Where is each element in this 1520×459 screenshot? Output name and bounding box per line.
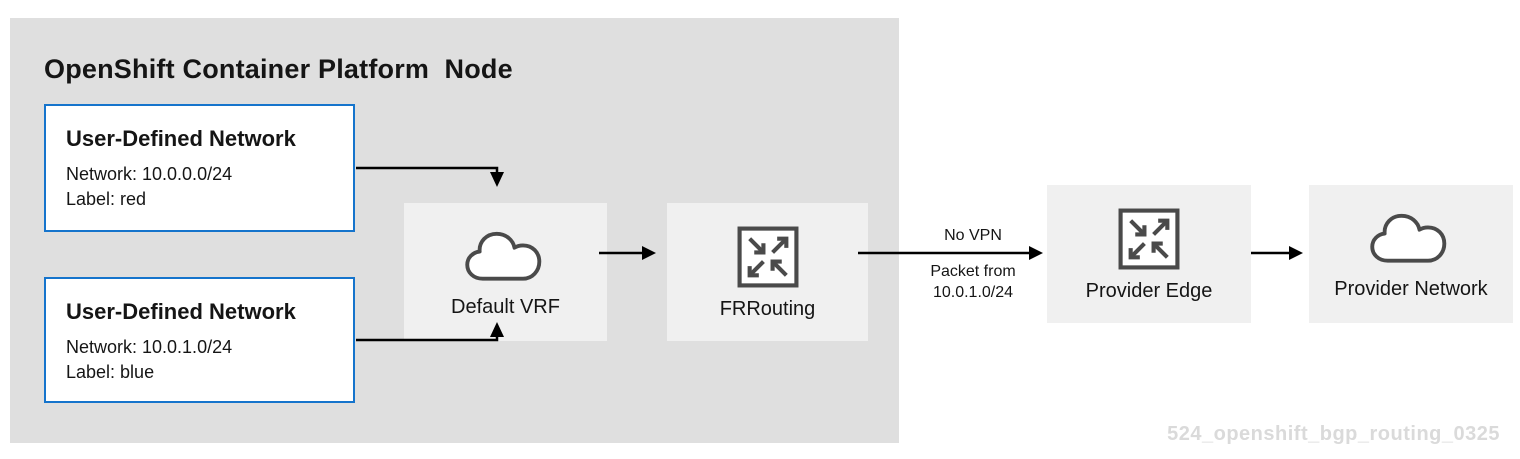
edge-label-no-vpn: No VPN <box>944 227 1002 244</box>
openshift-node-container: OpenShift Container Platform Node User-D… <box>10 18 899 443</box>
udn-label-value: Label: blue <box>66 361 155 382</box>
arrowhead-right-icon <box>1289 246 1303 260</box>
router-icon <box>737 226 798 287</box>
frrouting-node: FRRouting <box>667 203 868 341</box>
cloud-icon <box>464 231 541 281</box>
udn-network-value: Network: 10.0.1.0/24 <box>66 337 233 357</box>
udn-heading: User-Defined Network <box>66 299 296 324</box>
udn-label-value: Label: red <box>66 188 147 209</box>
default-vrf-node: Default VRF <box>404 203 607 341</box>
container-title: OpenShift Container Platform Node <box>44 54 513 84</box>
udn-box-blue: User-Defined Network Network: 10.0.1.0/2… <box>44 277 355 403</box>
arrowhead-right-icon <box>1029 246 1043 260</box>
edge-label-packet-from: Packet from <box>930 263 1016 280</box>
node-label: Provider Network <box>1334 277 1488 300</box>
edge-label-packet-subnet: 10.0.1.0/24 <box>932 284 1014 301</box>
udn-heading: User-Defined Network <box>66 126 296 151</box>
provider-edge-node: Provider Edge <box>1047 185 1251 323</box>
cloud-icon <box>1370 213 1447 263</box>
watermark: 524_openshift_bgp_routing_0325 <box>1167 423 1500 445</box>
node-label: Provider Edge <box>1085 279 1213 302</box>
udn-network-value: Network: 10.0.0.0/24 <box>66 164 233 184</box>
node-label: FRRouting <box>719 297 816 320</box>
router-icon <box>1118 208 1180 269</box>
node-label: Default VRF <box>451 295 560 318</box>
udn-box-red: User-Defined Network Network: 10.0.0.0/2… <box>44 104 355 232</box>
provider-network-node: Provider Network <box>1309 185 1513 323</box>
